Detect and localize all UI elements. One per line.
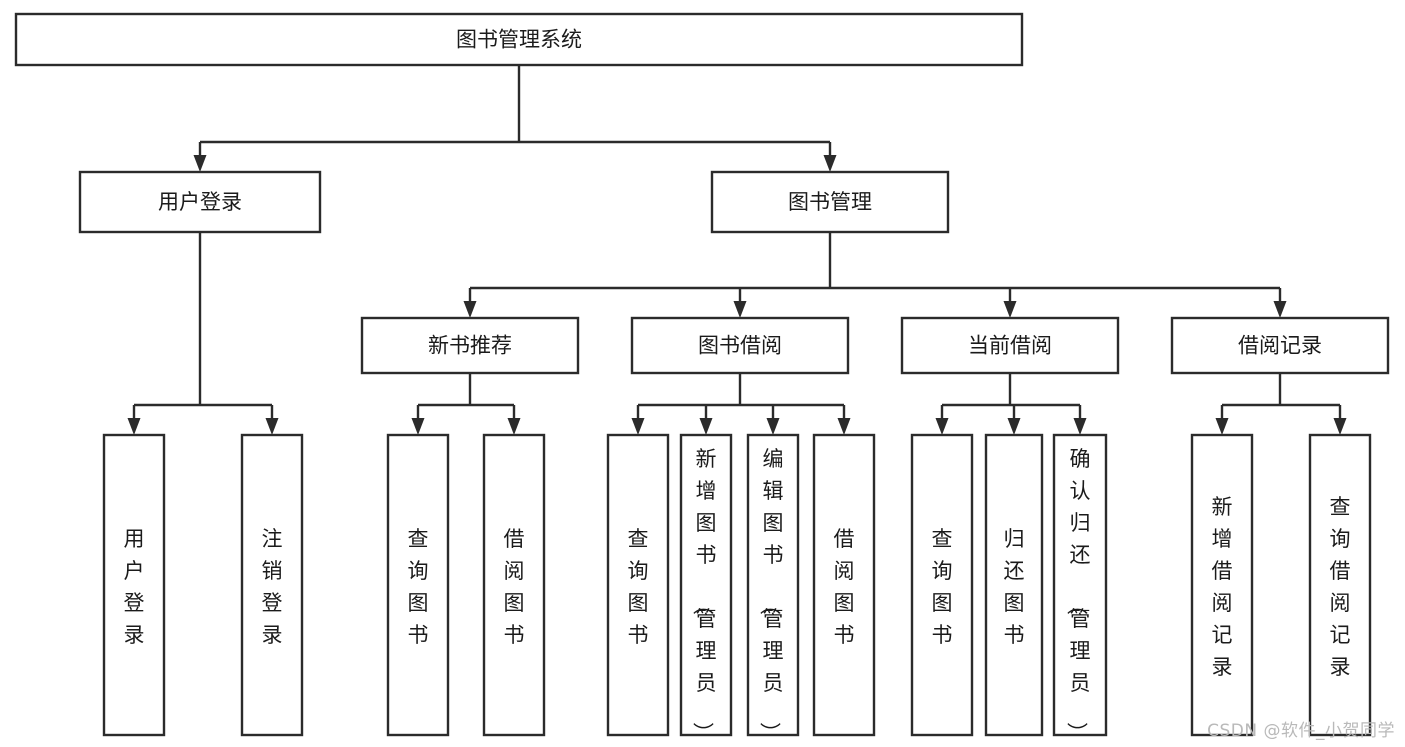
node-box-leaf-query-book-1[interactable] bbox=[386, 433, 450, 737]
node-box-leaf-query-book-2[interactable] bbox=[606, 433, 670, 737]
node-box-leaf-query-record[interactable] bbox=[1308, 433, 1372, 737]
node-leaf-borrow-book-1[interactable]: 借阅图书 bbox=[482, 433, 546, 737]
node-label-leaf-borrow-book-1: 借阅图书 bbox=[504, 527, 525, 647]
node-label-leaf-query-book-1: 查询图书 bbox=[408, 527, 429, 647]
node-label-borrow-record: 借阅记录 bbox=[1238, 334, 1322, 358]
node-label-book-borrow: 图书借阅 bbox=[698, 334, 782, 358]
node-box-root[interactable] bbox=[14, 12, 1024, 67]
node-label-user-login: 用户登录 bbox=[158, 190, 242, 214]
connectors-layer bbox=[127, 65, 1347, 435]
node-leaf-query-book-2[interactable]: 查询图书 bbox=[606, 433, 670, 737]
node-leaf-edit-book[interactable]: 编辑图书（管理员） bbox=[746, 433, 800, 743]
node-box-leaf-add-book[interactable] bbox=[679, 433, 733, 737]
node-leaf-add-book[interactable]: 新增图书（管理员） bbox=[679, 433, 733, 743]
node-leaf-logout[interactable]: 注销登录 bbox=[240, 433, 304, 737]
node-borrow-record[interactable]: 借阅记录 bbox=[1170, 316, 1390, 375]
node-leaf-confirm-return[interactable]: 确认归还（管理员） bbox=[1052, 433, 1108, 743]
node-leaf-return-book[interactable]: 归还图书 bbox=[984, 433, 1044, 737]
node-box-leaf-confirm-return[interactable] bbox=[1052, 433, 1108, 737]
node-new-book-recommend[interactable]: 新书推荐 bbox=[360, 316, 580, 375]
node-book-manage[interactable]: 图书管理 bbox=[710, 170, 950, 234]
node-box-borrow-record[interactable] bbox=[1170, 316, 1390, 375]
node-box-new-book-recommend[interactable] bbox=[360, 316, 580, 375]
node-box-leaf-add-record[interactable] bbox=[1190, 433, 1254, 737]
node-leaf-query-book-1[interactable]: 查询图书 bbox=[386, 433, 450, 737]
node-box-leaf-user-login[interactable] bbox=[102, 433, 166, 737]
node-leaf-add-record[interactable]: 新增借阅记录 bbox=[1190, 433, 1254, 737]
node-label-leaf-edit-book: 编辑图书（管理员） bbox=[758, 447, 784, 743]
node-label-leaf-user-login: 用户登录 bbox=[124, 527, 145, 647]
node-label-root: 图书管理系统 bbox=[456, 28, 582, 52]
node-label-leaf-borrow-book-2: 借阅图书 bbox=[834, 527, 855, 647]
node-label-leaf-logout: 注销登录 bbox=[262, 527, 283, 647]
node-box-book-manage[interactable] bbox=[710, 170, 950, 234]
node-box-leaf-edit-book[interactable] bbox=[746, 433, 800, 737]
node-box-leaf-borrow-book-2[interactable] bbox=[812, 433, 876, 737]
node-label-leaf-query-book-2: 查询图书 bbox=[628, 527, 649, 647]
node-label-leaf-confirm-return: 确认归还（管理员） bbox=[1065, 447, 1091, 743]
node-label-leaf-return-book: 归还图书 bbox=[1004, 527, 1025, 647]
node-box-leaf-return-book[interactable] bbox=[984, 433, 1044, 737]
node-box-leaf-borrow-book-1[interactable] bbox=[482, 433, 546, 737]
node-current-borrow[interactable]: 当前借阅 bbox=[900, 316, 1120, 375]
node-box-leaf-query-book-3[interactable] bbox=[910, 433, 974, 737]
nodes-layer: 图书管理系统用户登录图书管理新书推荐图书借阅当前借阅借阅记录用户登录注销登录查询… bbox=[14, 12, 1390, 743]
node-box-user-login[interactable] bbox=[78, 170, 322, 234]
node-label-leaf-add-book: 新增图书（管理员） bbox=[691, 447, 717, 743]
node-book-borrow[interactable]: 图书借阅 bbox=[630, 316, 850, 375]
node-label-new-book-recommend: 新书推荐 bbox=[428, 334, 512, 358]
node-label-leaf-add-record: 新增借阅记录 bbox=[1212, 495, 1233, 679]
node-user-login[interactable]: 用户登录 bbox=[78, 170, 322, 234]
node-label-leaf-query-book-3: 查询图书 bbox=[932, 527, 953, 647]
node-label-leaf-query-record: 查询借阅记录 bbox=[1330, 495, 1351, 679]
node-leaf-user-login[interactable]: 用户登录 bbox=[102, 433, 166, 737]
node-label-current-borrow: 当前借阅 bbox=[968, 334, 1052, 358]
node-box-current-borrow[interactable] bbox=[900, 316, 1120, 375]
node-root[interactable]: 图书管理系统 bbox=[14, 12, 1024, 67]
node-label-book-manage: 图书管理 bbox=[788, 190, 872, 214]
node-leaf-query-book-3[interactable]: 查询图书 bbox=[910, 433, 974, 737]
node-box-book-borrow[interactable] bbox=[630, 316, 850, 375]
node-box-leaf-logout[interactable] bbox=[240, 433, 304, 737]
node-leaf-borrow-book-2[interactable]: 借阅图书 bbox=[812, 433, 876, 737]
node-leaf-query-record[interactable]: 查询借阅记录 bbox=[1308, 433, 1372, 737]
